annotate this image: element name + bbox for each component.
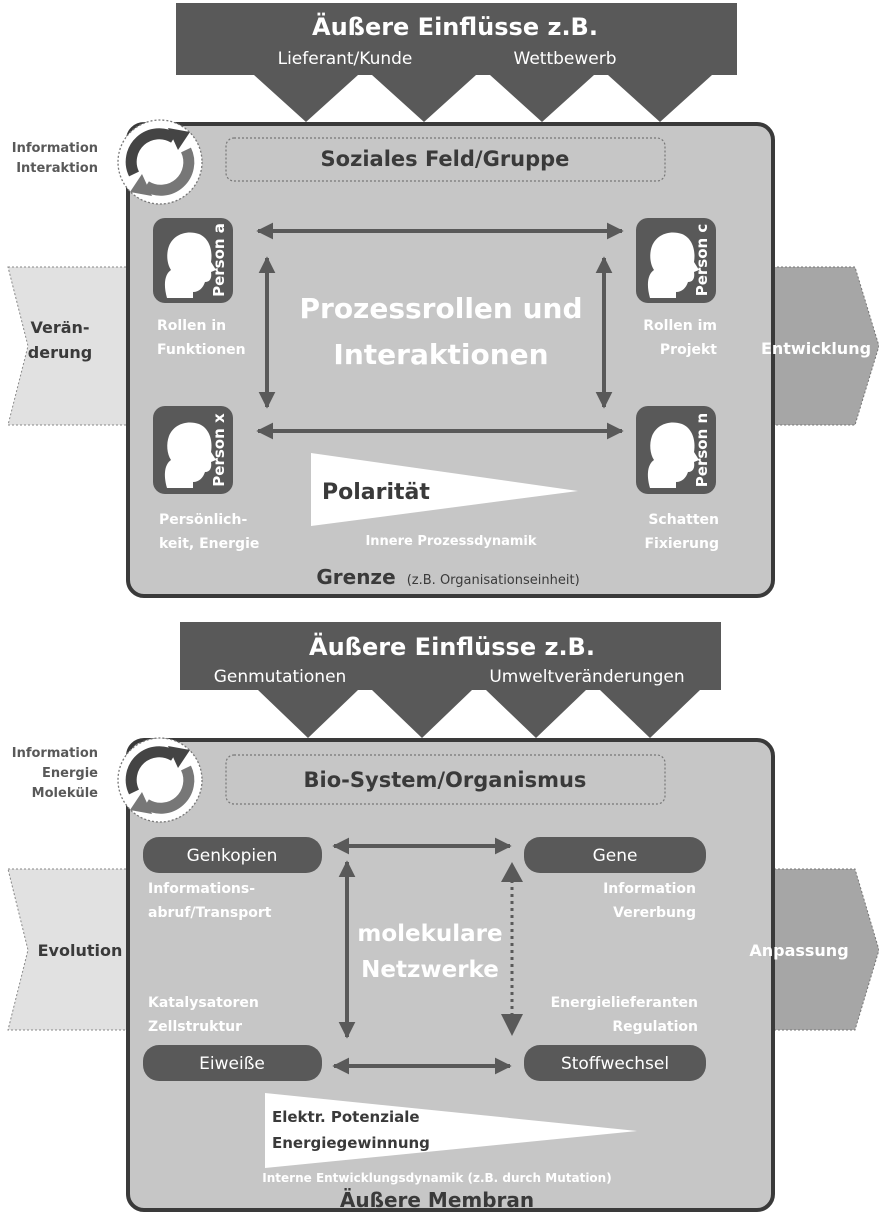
top-left-arrow-label-1: Verän- bbox=[30, 318, 89, 337]
node-stoffwechsel bbox=[524, 1045, 706, 1081]
bottom-boundary-label: Äußere Membran bbox=[340, 1188, 534, 1212]
top-right-arrow-label: Entwicklung bbox=[761, 339, 871, 358]
bottom-left-arrow bbox=[7, 868, 141, 1031]
bottom-header-banner bbox=[180, 622, 721, 738]
top-left-arrow bbox=[7, 266, 141, 426]
caption-br-1: Energielieferanten bbox=[551, 995, 698, 1011]
bottom-left-arrow-label: Evolution bbox=[38, 941, 123, 960]
caption-tl-2: abruf/Transport bbox=[148, 905, 272, 921]
bottom-diagram: Äußere Einflüsse z.B. Genmutationen Umwe… bbox=[7, 622, 879, 1212]
node-genkopien bbox=[143, 837, 322, 873]
bottom-center-line-1: molekulare bbox=[357, 921, 502, 947]
caption-bl-1: Katalysatoren bbox=[148, 995, 259, 1011]
person-a-card: Person a bbox=[153, 218, 233, 303]
caption-tl-1: Informations- bbox=[148, 881, 255, 897]
bottom-polarity-line-1: Elektr. Potenziale bbox=[272, 1108, 420, 1126]
node-gene bbox=[524, 837, 706, 873]
bottom-box-title: Bio-System/Organismus bbox=[304, 768, 587, 792]
person-c-caption-2: Projekt bbox=[660, 342, 717, 358]
top-center-line-2: Interaktionen bbox=[333, 338, 548, 371]
bottom-cycle-label-2: Energie bbox=[42, 766, 98, 781]
person-n-label: Person n bbox=[693, 413, 711, 487]
bottom-polarity-line-2: Energiegewinnung bbox=[272, 1134, 430, 1152]
person-a-caption-1: Rollen in bbox=[157, 318, 226, 334]
caption-tr-2: Vererbung bbox=[613, 905, 696, 921]
top-box-title: Soziales Feld/Gruppe bbox=[321, 147, 570, 171]
bottom-dynamics-label: Interne Entwicklungsdynamik (z.B. durch … bbox=[262, 1171, 611, 1185]
bottom-cycle-label-1: Information bbox=[12, 746, 98, 761]
person-x-label: Person x bbox=[210, 413, 228, 487]
node-eiweisse-label: Eiweiße bbox=[199, 1054, 265, 1074]
top-center-line-1: Prozessrollen und bbox=[299, 292, 582, 325]
bottom-network-arrows bbox=[332, 837, 512, 1075]
top-system-box bbox=[126, 122, 775, 598]
node-stoffwechsel-label: Stoffwechsel bbox=[561, 1054, 669, 1074]
top-cycle-icon bbox=[118, 120, 202, 204]
person-c-card: Person c bbox=[636, 218, 716, 303]
person-n-caption-2: Fixierung bbox=[644, 536, 719, 552]
top-title-pill bbox=[225, 137, 666, 182]
top-left-arrow-label-2: derung bbox=[28, 343, 92, 362]
bottom-title-pill bbox=[225, 754, 666, 805]
caption-bl-2: Zellstruktur bbox=[148, 1019, 242, 1035]
bottom-polarity-wedge bbox=[265, 1093, 637, 1168]
person-n-card: Person n bbox=[636, 406, 716, 494]
bottom-header-title: Äußere Einflüsse z.B. bbox=[309, 632, 595, 661]
person-c-caption-1: Rollen im bbox=[643, 318, 717, 334]
bottom-center-line-2: Netzwerke bbox=[361, 957, 499, 983]
top-dynamics-label: Innere Prozessdynamik bbox=[365, 534, 536, 549]
caption-br-2: Regulation bbox=[612, 1019, 698, 1035]
top-header-left: Lieferant/Kunde bbox=[278, 49, 413, 69]
person-n-caption-1: Schatten bbox=[648, 512, 719, 528]
bottom-dotted-arrow bbox=[501, 862, 523, 1036]
person-x-card: Person x bbox=[153, 406, 233, 494]
top-interaction-arrows bbox=[256, 222, 624, 440]
bottom-header-right: Umweltveränderungen bbox=[489, 667, 684, 687]
bottom-right-arrow-label: Anpassung bbox=[749, 941, 848, 960]
top-polarity-wedge bbox=[311, 453, 578, 526]
bottom-header-left: Genmutationen bbox=[214, 667, 347, 687]
person-x-caption-1: Persönlich- bbox=[159, 512, 247, 528]
top-cycle-label-2: Interaktion bbox=[16, 161, 98, 176]
top-boundary-label: Grenze (z.B. Organisationseinheit) bbox=[316, 565, 579, 589]
person-a-caption-2: Funktionen bbox=[157, 342, 246, 358]
node-gene-label: Gene bbox=[593, 846, 638, 866]
top-polarity-label: Polarität bbox=[322, 480, 430, 505]
person-c-label: Person c bbox=[693, 224, 711, 297]
node-genkopien-label: Genkopien bbox=[187, 846, 278, 866]
bottom-cycle-label-3: Moleküle bbox=[32, 786, 98, 801]
top-header-title: Äußere Einflüsse z.B. bbox=[312, 12, 598, 41]
person-a-label: Person a bbox=[210, 223, 228, 297]
caption-tr-1: Information bbox=[603, 881, 696, 897]
top-header-right: Wettbewerb bbox=[514, 49, 617, 69]
node-eiweisse bbox=[143, 1045, 322, 1081]
top-diagram: Äußere Einflüsse z.B. Lieferant/Kunde We… bbox=[7, 3, 879, 598]
person-x-caption-2: keit, Energie bbox=[159, 536, 259, 552]
top-cycle-label-1: Information bbox=[12, 141, 98, 156]
top-header-banner bbox=[176, 3, 737, 122]
bottom-cycle-icon bbox=[118, 738, 202, 822]
